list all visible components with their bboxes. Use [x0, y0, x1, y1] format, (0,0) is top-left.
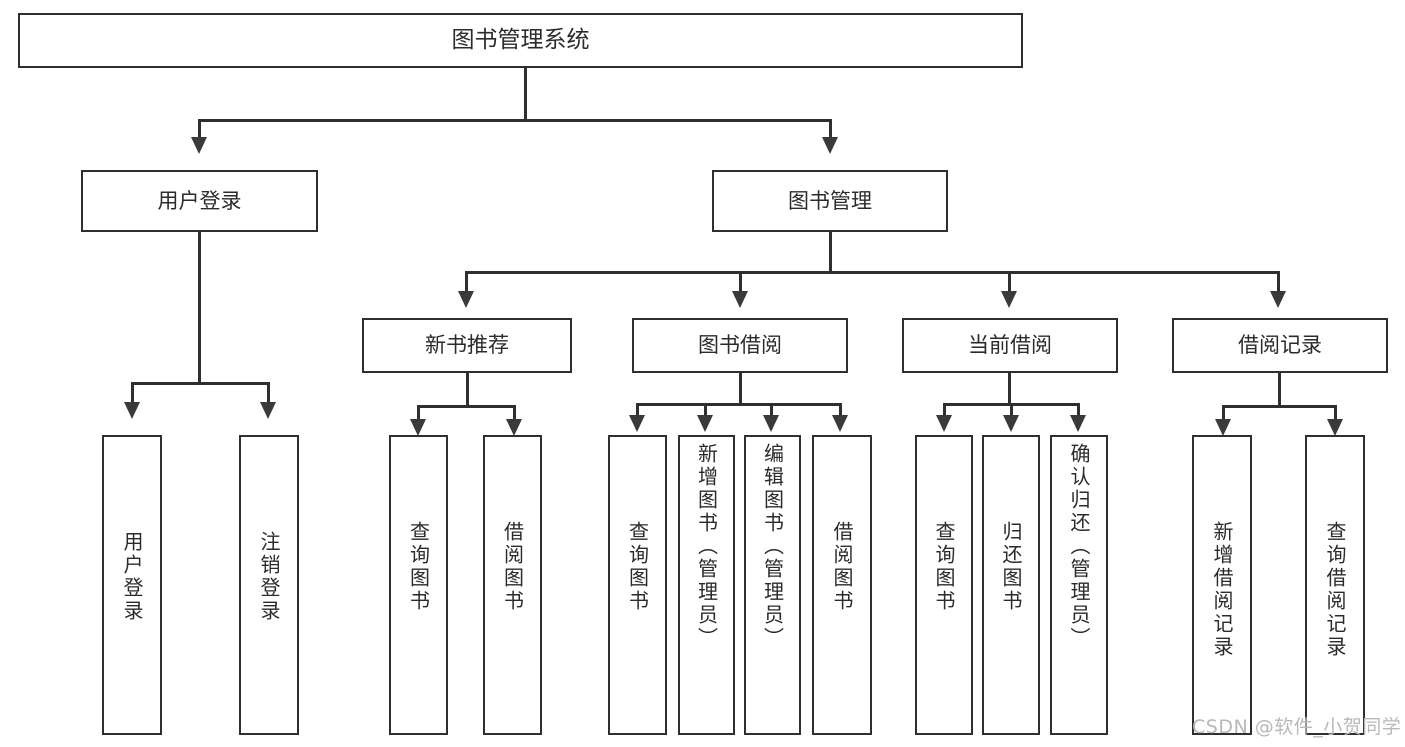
arrow-to-new-book-recommend [458, 291, 474, 308]
node-label: 归还图书 [999, 521, 1023, 613]
arrow-cb-leaf-3 [1070, 415, 1086, 432]
connector-cb-drop-2 [1010, 403, 1013, 417]
node-user-login[interactable]: 用户登录 [81, 170, 318, 232]
arrow-bb-leaf-4 [832, 415, 848, 432]
connector-user-login-stem [198, 232, 201, 384]
connector-br-drop-1 [1222, 405, 1225, 421]
connector-bb-bus [636, 403, 841, 406]
node-label: 注销登录 [257, 531, 281, 623]
leaf-nbr-query-book[interactable]: 查询图书 [389, 435, 448, 735]
watermark-text: CSDN @软件_小贺同学 [1192, 716, 1402, 738]
node-current-borrow[interactable]: 当前借阅 [902, 318, 1118, 373]
connector-bm-drop-3 [1008, 271, 1011, 293]
connector-root-stem [524, 68, 527, 120]
connector-nbr-stem [466, 373, 469, 407]
leaf-user-login[interactable]: 用户登录 [102, 435, 162, 735]
node-label: 新书推荐 [425, 333, 509, 358]
connector-cb-drop-3 [1077, 403, 1080, 417]
connector-bb-stem [739, 373, 742, 405]
leaf-cb-query-book[interactable]: 查询图书 [915, 435, 973, 735]
node-label: 查询图书 [406, 521, 431, 613]
node-label: 借阅图书 [500, 521, 525, 613]
node-label: 用户登录 [157, 188, 242, 213]
node-label: 查询借阅记录 [1323, 521, 1347, 659]
connector-bm-drop-4 [1277, 271, 1280, 293]
node-label: 当前借阅 [968, 333, 1052, 358]
leaf-bb-borrow-book[interactable]: 借阅图书 [812, 435, 872, 735]
node-book-borrow[interactable]: 图书借阅 [632, 318, 848, 373]
leaf-bb-query-book[interactable]: 查询图书 [608, 435, 667, 735]
node-label: 图书管理系统 [451, 26, 590, 53]
arrow-to-user-login [191, 137, 207, 154]
node-label: 借阅图书 [830, 521, 854, 613]
node-label: 新增借阅记录 [1210, 521, 1234, 659]
connector-nbr-drop-1 [417, 405, 420, 421]
node-label: 查询图书 [625, 521, 650, 613]
connector-book-manage-stem [829, 232, 832, 272]
leaf-nbr-borrow-book[interactable]: 借阅图书 [483, 435, 542, 735]
connector-bb-drop-4 [839, 403, 842, 417]
connector-bb-drop-2 [704, 403, 707, 417]
node-borrow-record[interactable]: 借阅记录 [1172, 318, 1388, 373]
node-label: 确认归还（管理员） [1067, 443, 1091, 650]
node-label: 图书管理 [788, 188, 872, 213]
node-new-book-recommend[interactable]: 新书推荐 [362, 318, 572, 373]
leaf-logout[interactable]: 注销登录 [239, 435, 299, 735]
connector-book-manage-bus [465, 271, 1279, 274]
connector-bb-drop-1 [636, 403, 639, 417]
arrow-to-leaf-logout [260, 402, 276, 419]
connector-nbr-drop-2 [513, 405, 516, 421]
arrow-nbr-leaf-1 [410, 419, 426, 436]
leaf-br-add-record[interactable]: 新增借阅记录 [1192, 435, 1252, 735]
node-label: 编辑图书（管理员） [760, 443, 785, 650]
connector-br-bus [1222, 405, 1336, 408]
arrow-nbr-leaf-2 [506, 419, 522, 436]
connector-bb-drop-3 [770, 403, 773, 417]
leaf-bb-edit-book-admin[interactable]: 编辑图书（管理员） [744, 435, 801, 735]
connector-nbr-bus [417, 405, 515, 408]
arrow-bb-leaf-2 [697, 415, 713, 432]
connector-root-drop-right [829, 119, 832, 139]
connector-root-bus [198, 119, 830, 122]
connector-root-drop-left [198, 119, 201, 139]
arrow-to-borrow-record [1270, 291, 1286, 308]
connector-cb-stem [1008, 373, 1011, 405]
leaf-cb-return-book[interactable]: 归还图书 [982, 435, 1040, 735]
connector-bm-drop-1 [465, 271, 468, 293]
arrow-to-leaf-user-login [124, 402, 140, 419]
node-label: 图书借阅 [698, 333, 782, 358]
leaf-bb-add-book-admin[interactable]: 新增图书（管理员） [678, 435, 735, 735]
connector-user-login-drop-1 [131, 382, 134, 404]
connector-br-drop-2 [1334, 405, 1337, 421]
arrow-cb-leaf-1 [936, 415, 952, 432]
node-label: 借阅记录 [1238, 333, 1322, 358]
connector-user-login-bus [131, 382, 269, 385]
connector-cb-drop-1 [943, 403, 946, 417]
arrow-to-book-manage [822, 137, 838, 154]
arrow-cb-leaf-2 [1003, 415, 1019, 432]
arrow-br-leaf-1 [1215, 419, 1231, 436]
arrow-br-leaf-2 [1327, 419, 1343, 436]
leaf-cb-confirm-return-admin[interactable]: 确认归还（管理员） [1050, 435, 1108, 735]
arrow-to-book-borrow [732, 291, 748, 308]
node-label: 查询图书 [932, 521, 956, 613]
arrow-bb-leaf-3 [763, 415, 779, 432]
node-label: 新增图书（管理员） [694, 443, 719, 650]
leaf-br-query-record[interactable]: 查询借阅记录 [1305, 435, 1365, 735]
node-root-system[interactable]: 图书管理系统 [18, 13, 1023, 68]
node-book-management[interactable]: 图书管理 [712, 170, 948, 232]
node-label: 用户登录 [120, 531, 144, 623]
arrow-to-current-borrow [1001, 291, 1017, 308]
connector-br-stem [1278, 373, 1281, 407]
connector-bm-drop-2 [739, 271, 742, 293]
arrow-bb-leaf-1 [629, 415, 645, 432]
connector-user-login-drop-2 [267, 382, 270, 404]
